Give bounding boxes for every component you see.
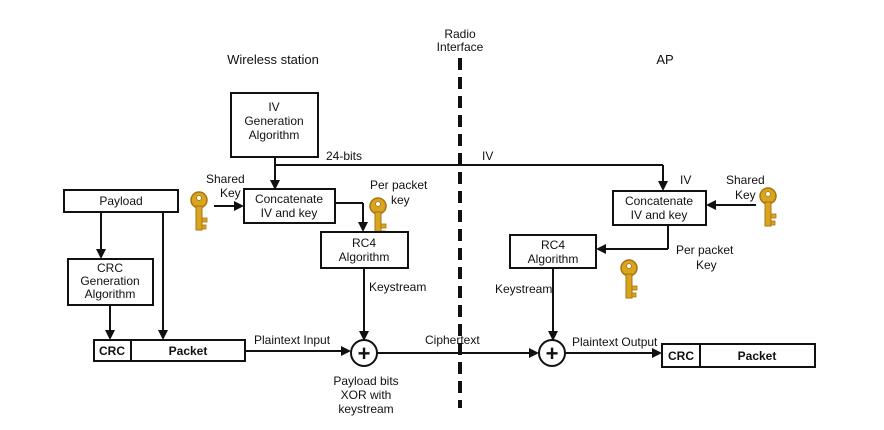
station-crc-label: CRC [99,344,125,358]
ap-heading: AP [656,52,673,67]
iv-generation-line1: IV [268,100,279,114]
ap-concat-line1: Concatenate [625,194,693,208]
ap-rc4-box [509,234,597,269]
ap-concat-line2: IV and key [631,208,688,222]
ap-concat-box [612,190,707,226]
station-shared-key-line2: Key [220,186,241,200]
station-rc4-box [320,231,409,269]
payload-box [63,189,179,213]
station-concat-line2: IV and key [261,206,318,220]
wireless-station-heading: Wireless station [227,52,319,67]
radio-interface-label-2: Interface [437,40,484,54]
payload-label: Payload [99,194,142,208]
station-rc4-line2: Algorithm [339,250,390,264]
xor-caption-line1: Payload bits [333,374,398,388]
plaintext-output-label: Plaintext Output [572,335,658,349]
station-concat-box [243,188,336,224]
ap-per-packet-line2: Key [696,258,717,272]
station-rc4-line1: RC4 [352,236,376,250]
bits-label: 24-bits [326,149,362,163]
crc-gen-line1: CRC [97,261,123,275]
ap-per-packet-key-icon [620,259,638,299]
station-shared-key-icon [190,191,208,231]
station-per-packet-key-icon [369,197,387,237]
station-keystream-label: Keystream [369,280,426,294]
ap-shared-key-line2: Key [735,188,756,202]
station-per-packet-line1: Per packet [370,178,428,192]
station-per-packet-line2: key [391,193,410,207]
ap-iv-label: IV [680,173,691,187]
plaintext-input-label: Plaintext Input [254,333,331,347]
ap-shared-key-icon [759,187,777,227]
radio-interface-label-1: Radio [444,27,476,41]
ap-crc-label: CRC [668,349,694,363]
xor-caption-line2: XOR with [341,388,392,402]
ap-packet-label: Packet [738,349,777,363]
ap-shared-key-line1: Shared [726,173,765,187]
ap-rc4-line1: RC4 [541,238,565,252]
iv-generation-line2: Generation [244,114,303,128]
station-packet-label: Packet [169,344,208,358]
station-shared-key-line1: Shared [206,172,245,186]
crc-gen-box [67,258,154,306]
ap-keystream-label: Keystream [495,282,552,296]
xor-caption-line3: keystream [338,402,393,416]
station-xor-symbol: + [358,341,371,366]
iv-mid-label: IV [482,149,493,163]
iv-generation-line3: Algorithm [249,128,300,142]
crc-gen-line2: Generation [80,274,139,288]
ciphertext-label: Ciphertext [425,333,480,347]
ap-per-packet-line1: Per packet [676,243,734,257]
station-concat-line1: Concatenate [255,192,323,206]
ap-xor-symbol: + [546,341,559,366]
crc-gen-line3: Algorithm [85,287,136,301]
ap-rc4-line2: Algorithm [528,252,579,266]
